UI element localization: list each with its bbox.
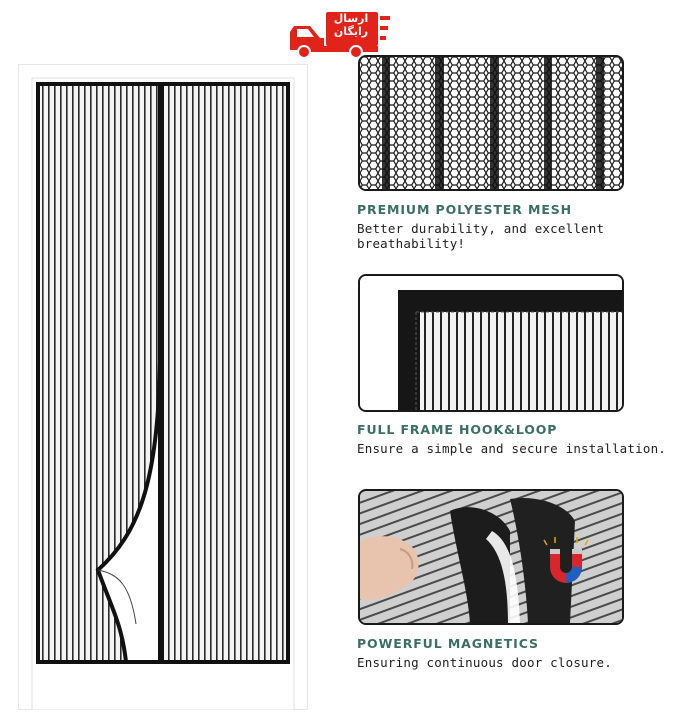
- feature-title-magnetics: POWERFUL MAGNETICS: [357, 636, 539, 651]
- feature-desc-mesh-line-1: Better durability, and excellent: [357, 221, 605, 236]
- feature-title-hook-loop: FULL FRAME HOOK&LOOP: [357, 422, 558, 437]
- mesh-closeup-image: [358, 55, 624, 191]
- door-mesh-illustration: [18, 64, 308, 710]
- feature-desc-hook-loop-line-1: Ensure a simple and secure installation.: [357, 441, 667, 456]
- free-shipping-truck-icon: [290, 12, 390, 59]
- curled-corner: [95, 361, 162, 664]
- hook-loop-closeup-image: [358, 274, 624, 412]
- free-shipping-label: ارسال رایگان: [322, 12, 380, 38]
- feature-title-mesh: PREMIUM POLYESTER MESH: [357, 202, 573, 217]
- free-shipping-line-1: ارسال: [333, 12, 369, 25]
- magnetic-closure-image: [358, 489, 624, 625]
- feature-desc-magnetics-line-1: Ensuring continuous door closure.: [357, 655, 612, 670]
- feature-desc-mesh-line-2: breathability!: [357, 236, 466, 251]
- magnet-icon: [543, 537, 589, 583]
- free-shipping-line-2: رایگان: [333, 25, 369, 38]
